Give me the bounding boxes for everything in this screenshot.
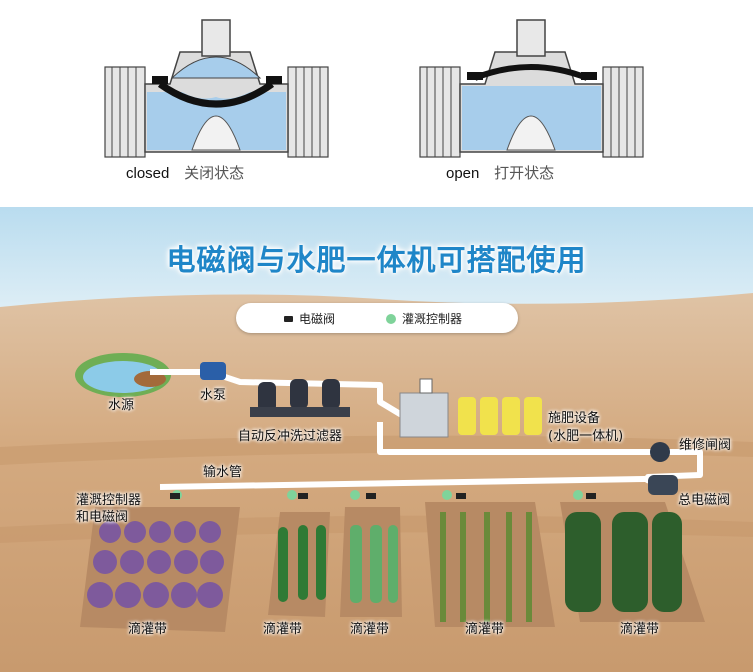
controller-dot-icon [386,313,396,324]
open-label-en: open [446,165,480,182]
main-solenoid-valve-icon [648,475,678,495]
label-auto-backwash-filter: 自动反冲洗过滤器 [238,429,343,444]
legend-solenoid-valve-label: 电磁阀 [299,312,336,326]
open-valve-diagram [419,19,644,158]
scene-background [0,207,753,672]
label-fertilizer-line1: 施肥设备 [548,411,601,426]
legend: 电磁阀 灌溉控制器 [236,303,518,333]
legend-irrigation-controller: 灌溉控制器 [386,310,462,327]
water-pump-icon [200,362,226,380]
label-drip-tape-5: 滴灌带 [620,622,660,637]
open-label-zh: 打开状态 [494,164,555,182]
solenoid-valve-icons [170,493,596,499]
scene-title: 电磁阀与水肥一体机可搭配使用 [166,243,587,277]
crops-green-2 [350,525,398,603]
solenoid-valve-icon [284,315,293,322]
label-drip-tape-1: 滴灌带 [128,622,168,637]
closed-valve-diagram [104,19,329,158]
label-drip-tape-3: 滴灌带 [350,622,390,637]
maintenance-gate-valve-icon [650,442,670,462]
label-controller-line2: 和电磁阀 [76,510,129,525]
closed-valve-caption: closed 关闭状态 [126,162,244,183]
crops-corn [440,512,532,622]
label-drip-tape-4: 滴灌带 [465,622,505,637]
filter-icons [250,379,350,417]
label-water-source: 水源 [108,398,135,413]
legend-solenoid-valve: 电磁阀 [284,310,335,327]
label-water-pipe: 输水管 [203,465,243,480]
crops-green-1 [278,525,326,602]
closed-label-en: closed [126,165,170,182]
pipe-to-valves [377,422,703,484]
fertilizer-equipment-icon [399,378,542,438]
label-controller-line1: 灌溉控制器 [76,493,142,508]
irrigation-scene: 电磁阀与水肥一体机可搭配使用 电磁阀 灌溉控制器 水源 水泵 自动反冲洗过滤器 … [0,207,753,672]
label-fertilizer-line2: (水肥一体机) [548,429,624,444]
main-water-pipe [159,476,646,490]
crops-purple [87,521,224,608]
open-valve-caption: open 打开状态 [446,162,554,183]
label-water-pump: 水泵 [200,388,227,403]
label-drip-tape-2: 滴灌带 [263,622,303,637]
legend-irrigation-controller-label: 灌溉控制器 [402,312,463,326]
closed-label-zh: 关闭状态 [184,164,245,182]
label-main-solenoid-valve: 总电磁阀 [678,493,731,508]
crops-dark-green [565,512,682,612]
label-maintenance-gate-valve: 维修闸阀 [679,438,732,453]
